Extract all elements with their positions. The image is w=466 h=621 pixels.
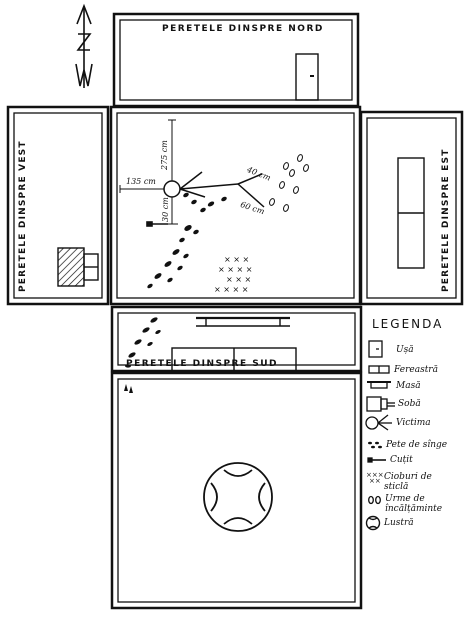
legend-label-blood: Pete de sînge [386,440,448,450]
svg-text:×××: ××× [366,471,384,479]
legend-blood-icon [368,441,382,449]
legend-label-table: Masă [396,381,421,391]
legend-label-stove: Sobă [398,399,421,409]
wall-label-east: PERETELE DINSPRE EST [441,148,451,292]
wall-label-west: PERETELE DINSPRE VEST [18,140,28,292]
legend-window-icon [368,365,390,374]
table-south-icon [196,316,290,327]
east-wall-panel [359,110,464,306]
svg-text:× × ×: × × × [226,275,251,284]
legend-label-door: Ușă [396,345,414,355]
legend-label-footprint: Urme de încălțăminte [385,494,443,514]
legend-footprint-icon [368,495,381,505]
blood-stains-floor [147,192,227,289]
legend-title: LEGENDA [372,317,444,331]
south-wall-panel [110,305,363,373]
glass-shards: × × × × × × × × × × × × × × [214,255,252,294]
legend-glass-icon: ××× ×× [366,471,384,485]
blood-stains-ceiling [124,384,133,393]
svg-text:××: ×× [369,477,381,485]
svg-text:× × × ×: × × × × [214,285,248,294]
measure-left: 135 cm [126,177,156,186]
window-east-icon [397,157,425,269]
svg-text:× × ×: × × × [224,255,249,264]
legend-stove-icon [366,396,395,412]
legend-label-knife: Cuțit [390,455,413,465]
north-arrow-icon [75,3,93,88]
stove-west-icon [57,247,99,287]
legend-label-victim: Victima [396,418,431,428]
legend-chandelier-icon [365,515,381,531]
blood-stains-south [125,317,161,368]
west-wall-panel [6,105,110,306]
legend-label-glass: Cioburi de sticlă [384,472,432,492]
legend-knife-icon [367,457,386,463]
legend-door-icon [368,340,383,358]
legend-label-window: Fereastră [394,365,438,375]
cabinet-south-icon [171,347,297,373]
legend-table-icon [367,381,391,389]
wall-label-north: PERETELE DINSPRE NORD [162,24,324,34]
svg-text:× × × ×: × × × × [218,265,252,274]
chandelier-icon [203,462,273,532]
measure-up: 275 cm [160,140,169,170]
legend-victim-icon [365,414,392,431]
ceiling-panel [110,371,363,610]
door-north-icon [295,53,319,101]
wall-label-south: PERETELE DINSPRE SUD [126,359,279,369]
knife-icon [146,221,168,227]
footprints [269,154,309,212]
measure-down: 30 cm [161,197,170,222]
legend-label-chandelier: Lustră [384,518,414,528]
